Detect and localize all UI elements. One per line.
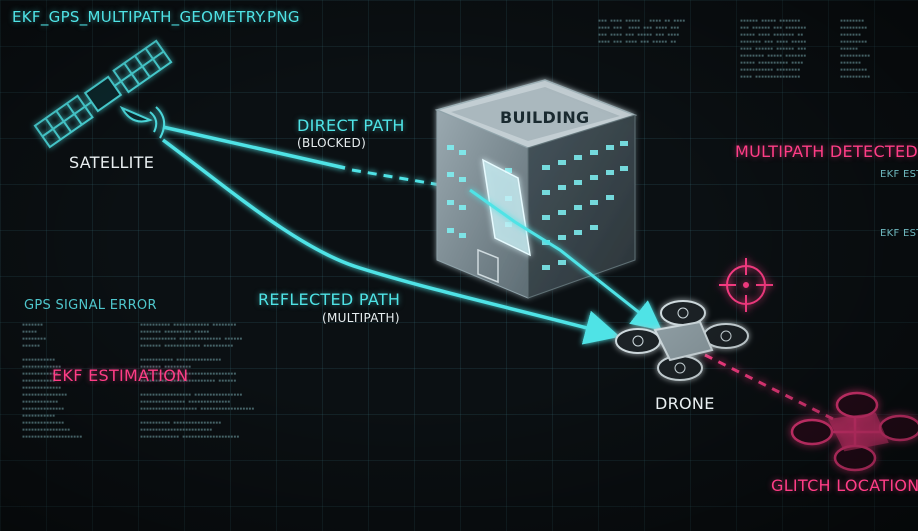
data-column: ▪▪▪ ▪▪▪▪ ▪▪▪▪▪ ▪▪▪▪ ▪▪ ▪▪▪▪ ▪▪▪▪ ▪▪▪ ▪▪▪… [598,18,686,45]
file-title: EKF_GPS_MULTIPATH_GEOMETRY.PNG [12,8,300,26]
drone-icon [615,300,749,381]
glitch-offset-line [704,353,836,422]
data-column: ▪▪▪▪▪▪▪▪▪▪ ▪▪▪▪▪▪▪▪▪▪▪▪ ▪▪▪▪▪▪▪▪ ▪▪▪▪▪▪▪… [140,322,255,440]
data-column: ▪▪▪▪▪▪ ▪▪▪▪▪ ▪▪▪▪▪▪▪ ▪▪▪ ▪▪▪▪▪▪ ▪▪▪ ▪▪▪▪… [740,18,807,80]
multipath-detected-label: MULTIPATH DETECTED [735,142,918,161]
building-label: BUILDING [500,108,590,127]
gps-signal-error-label: GPS SIGNAL ERROR [24,298,157,313]
ekf-est-label: EKF EST [880,169,918,180]
glitch-location-label: GLITCH LOCATION [771,476,918,495]
glitch-drone-icon [790,391,918,472]
reflected-path-label: REFLECTED PATH [258,290,401,309]
target-reticle-icon [719,258,773,312]
ekf-est-label: EKF EST [880,228,918,239]
direct-path-sublabel: (BLOCKED) [297,136,367,150]
satellite-label: SATELLITE [69,153,155,172]
satellite-icon [33,39,173,149]
data-column: ▪▪▪▪▪▪▪▪ ▪▪▪▪▪▪▪▪▪ ▪▪▪▪▪▪▪ ▪▪▪▪▪▪▪▪▪ ▪▪▪… [840,18,871,80]
data-column: ▪▪▪▪▪▪▪ ▪▪▪▪▪ ▪▪▪▪▪▪▪▪ ▪▪▪▪▪▪ ▪▪▪▪▪▪▪▪▪▪… [22,322,83,440]
ekf-estimation-label: EKF ESTIMATION [52,366,189,385]
reflected-path-sublabel: (MULTIPATH) [322,311,400,325]
direct-path-label: DIRECT PATH [297,116,405,135]
drone-label: DRONE [655,394,715,413]
